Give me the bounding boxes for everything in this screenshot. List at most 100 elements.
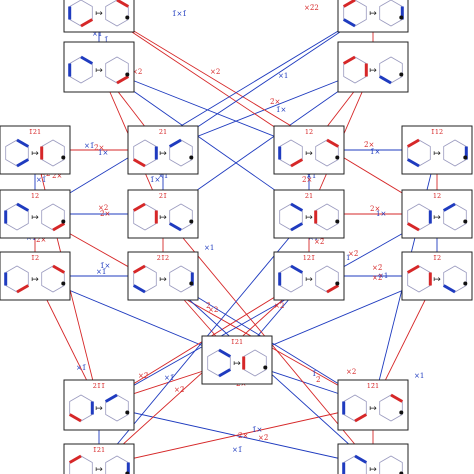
maps-to-symbol: ↦: [369, 465, 377, 474]
node-frame: [63, 0, 135, 33]
edge-label: 1̄×: [370, 148, 380, 156]
edge-label: 2×: [36, 236, 46, 244]
edge-label: 1̄×: [150, 176, 160, 184]
node-frame: [201, 335, 273, 385]
edge-label: ×1̄: [84, 142, 94, 150]
edge-label: 2̄: [206, 302, 210, 310]
edge-label: ×2̄2: [304, 4, 319, 12]
edge-label: 2×: [370, 205, 380, 213]
edge-label: ×2̄: [372, 274, 382, 282]
node-label: 21̄1̄: [93, 382, 105, 390]
edge-label: ×2: [346, 368, 356, 376]
maps-to-symbol: ↦: [369, 66, 377, 76]
node-label: 12: [433, 192, 441, 200]
edge-label: ×1̄: [92, 30, 102, 38]
node-frame: [127, 251, 199, 301]
edge-r2-a-to-low-right: [34, 213, 374, 406]
maps-to-symbol: ↦: [433, 275, 441, 285]
edge-label: ×2: [208, 306, 218, 314]
maps-to-symbol: ↦: [31, 213, 39, 223]
edge-label: 2̄×: [270, 98, 280, 106]
edge-label: ×1: [306, 172, 316, 180]
edge-label: 1̄×1̄: [172, 10, 187, 18]
edge-label: ×2̄: [314, 238, 324, 246]
maps-to-symbol: ↦: [433, 149, 441, 159]
edge-label: 2̄×: [238, 432, 248, 440]
node-r3-d: ↦1̄2: [401, 251, 473, 301]
edge-label: ×2: [210, 68, 220, 76]
edge-label: 2̄×: [100, 210, 110, 218]
maps-to-symbol: ↦: [95, 465, 103, 474]
node-label: 12: [31, 192, 39, 200]
edge-label: ×1: [278, 72, 288, 80]
node-r1-b: ↦ 21: [127, 125, 199, 175]
node-r3-b: ↦21̄2: [127, 251, 199, 301]
edge-label: ×1̄: [76, 364, 86, 372]
maps-to-symbol: ↦: [369, 404, 377, 414]
maps-to-symbol: ↦: [305, 149, 313, 159]
node-label: 1̄12: [431, 128, 443, 136]
node-frame: [0, 251, 71, 301]
node-r1-a: ↦ 1̄21: [0, 125, 71, 175]
node-label: 12̄1: [367, 382, 379, 390]
edge-label: ×1: [414, 372, 424, 380]
node-label: 1̄21: [93, 446, 105, 454]
node-r2-c: ↦ 21: [273, 189, 345, 239]
node-r3-c: ↦ 121̄: [273, 251, 345, 301]
edge-low-right-to-bottom-left: [98, 404, 374, 468]
node-frame: [401, 189, 473, 239]
edge-label: 1̄×: [276, 106, 286, 114]
maps-to-symbol: ↦: [159, 275, 167, 285]
node-label: 121̄: [303, 254, 315, 262]
edge-label: ×2̄: [138, 372, 148, 380]
edge-label: 2×: [52, 172, 62, 180]
edge-label: ×2: [132, 68, 142, 76]
edge-label: 1̄: [104, 36, 108, 44]
maps-to-symbol: ↦: [31, 149, 39, 159]
maps-to-symbol: ↦: [233, 359, 241, 369]
edge-label: ×2: [274, 302, 284, 310]
node-r1-c: ↦ 12: [273, 125, 345, 175]
node-frame: [273, 189, 345, 239]
edge-label: 1: [346, 254, 350, 262]
edge-label: ×2̄: [174, 386, 184, 394]
edge-label: 1̄: [312, 370, 316, 378]
node-label: 1̄21: [29, 128, 41, 136]
maps-to-symbol: ↦: [305, 213, 313, 223]
edge-label: ×2: [98, 204, 108, 212]
edge-label: ×2̄: [372, 264, 382, 272]
node-upper-right: ↦: [337, 41, 409, 93]
node-frame: [337, 0, 409, 33]
node-label: 21: [305, 192, 313, 200]
maps-to-symbol: ↦: [95, 9, 103, 19]
node-frame: [127, 189, 199, 239]
node-low-left: ↦ 21̄1̄: [63, 379, 135, 431]
edge-label: ×1̄: [36, 176, 46, 184]
node-r3-a: ↦ 1̄2: [0, 251, 71, 301]
node-top-right: ↦: [337, 0, 409, 33]
node-label: 21: [159, 128, 167, 136]
edge-label: ×1: [204, 244, 214, 252]
node-frame: [63, 379, 135, 431]
node-frame: [0, 125, 71, 175]
edge-label: 2̄×: [364, 141, 374, 149]
node-r2-b: ↦21̄: [127, 189, 199, 239]
maps-to-symbol: ↦: [305, 275, 313, 285]
node-label: 21̄: [159, 192, 167, 200]
maps-to-symbol: ↦: [31, 275, 39, 285]
edge-label: 2̄: [316, 376, 320, 384]
edge-label: ×1̄: [96, 268, 106, 276]
node-center: ↦1̄21: [201, 335, 273, 385]
node-label: 12: [305, 128, 313, 136]
node-low-right: ↦ 12̄1: [337, 379, 409, 431]
edge-label: ×1̄: [164, 374, 174, 382]
maps-to-symbol: ↦: [369, 9, 377, 19]
node-label: 1̄2: [31, 254, 39, 262]
maps-to-symbol: ↦: [159, 149, 167, 159]
edge-label: 2̄×: [94, 144, 104, 152]
maps-to-symbol: ↦: [95, 404, 103, 414]
node-r2-a: ↦ 12: [0, 189, 71, 239]
node-frame: [273, 125, 345, 175]
